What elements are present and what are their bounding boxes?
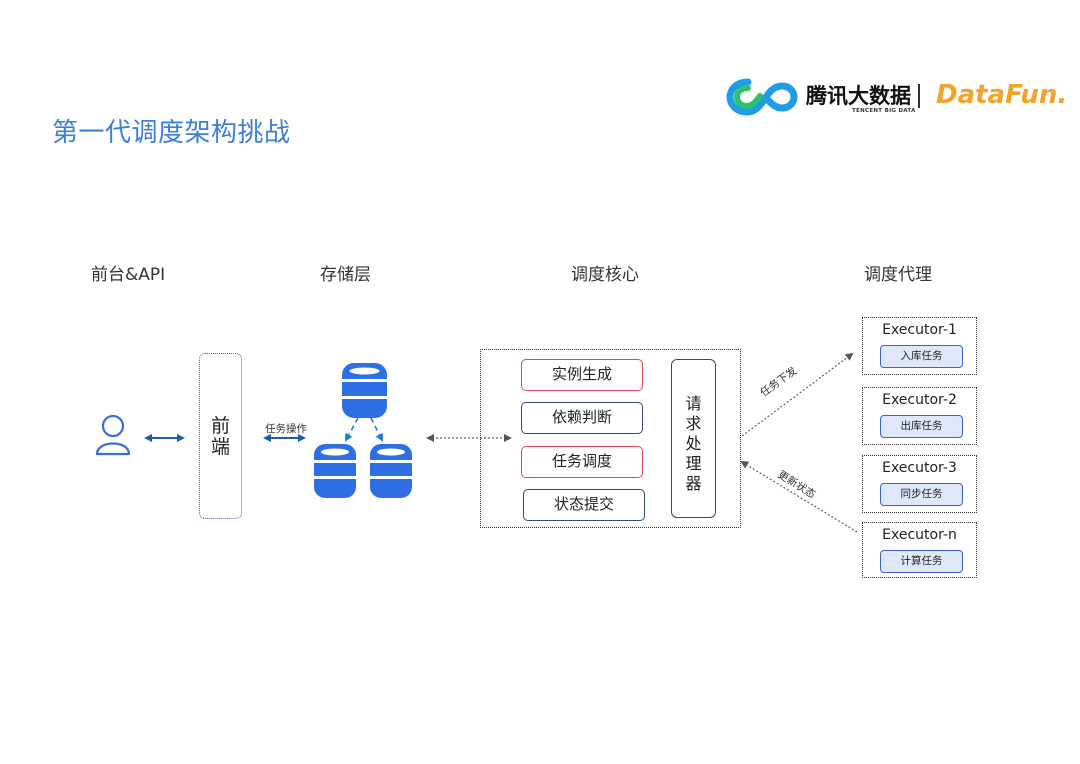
request-handler-char: 请: [685, 394, 702, 413]
request-handler-char: 处: [685, 434, 702, 453]
column-header-storage: 存储层: [320, 265, 371, 285]
column-header-core: 调度核心: [571, 265, 639, 285]
executor-name: Executor-2: [882, 392, 957, 408]
tencent-brand-name: 腾讯大数据: [806, 84, 911, 108]
scheduler-core-box: [480, 349, 741, 528]
logo-area: 腾讯大数据 TENCENT BIG DATA DataFun.: [726, 74, 1068, 122]
executor-box: Executor-3 同步任务: [862, 455, 977, 513]
executor-task: 出库任务: [880, 415, 963, 438]
request-handler-char: 求: [685, 414, 702, 433]
core-step-instance-generation: 实例生成: [521, 359, 643, 391]
executor-name: Executor-1: [882, 322, 957, 338]
tencent-brand-subtitle: TENCENT BIG DATA: [852, 108, 916, 114]
tencent-logo-icon: [726, 78, 798, 116]
executor-task: 同步任务: [880, 483, 963, 506]
user-icon: [95, 414, 131, 456]
dispatch-arrow: [741, 352, 854, 437]
column-header-frontend: 前台&API: [91, 265, 166, 285]
executor-box: Executor-2 出库任务: [862, 387, 977, 445]
core-step-status-commit: 状态提交: [523, 489, 645, 521]
frontend-label-line2: 端: [210, 436, 230, 458]
request-handler-char: 器: [685, 474, 702, 493]
database-icon: [342, 363, 387, 418]
executor-box: Executor-1 入库任务: [862, 317, 977, 375]
status-update-arrow: [740, 460, 858, 533]
executor-task: 入库任务: [880, 345, 963, 368]
executor-box: Executor-n 计算任务: [862, 522, 977, 578]
logo-divider: [918, 84, 920, 108]
request-handler-label: 请 求 处 理 器: [671, 394, 716, 494]
datafun-logo: DataFun.: [936, 80, 1068, 110]
executor-task: 计算任务: [880, 550, 963, 573]
replication-arrow-right: [370, 417, 383, 442]
task-ops-label: 任务操作: [265, 423, 307, 435]
request-handler-box: [671, 359, 716, 518]
core-step-task-scheduling: 任务调度: [521, 446, 643, 478]
database-icon: [314, 444, 356, 498]
database-icon: [370, 444, 412, 498]
replication-arrow-left: [345, 417, 359, 442]
frontend-label-line1: 前: [210, 415, 230, 437]
column-header-agent: 调度代理: [864, 265, 932, 285]
executor-name: Executor-n: [882, 527, 957, 543]
page-title: 第一代调度架构挑战: [52, 118, 291, 148]
request-handler-char: 理: [685, 454, 702, 473]
executor-name: Executor-3: [882, 460, 957, 476]
core-step-dependency-check: 依赖判断: [521, 402, 643, 434]
frontend-box: [199, 353, 242, 519]
frontend-label: 前 端: [199, 416, 242, 458]
